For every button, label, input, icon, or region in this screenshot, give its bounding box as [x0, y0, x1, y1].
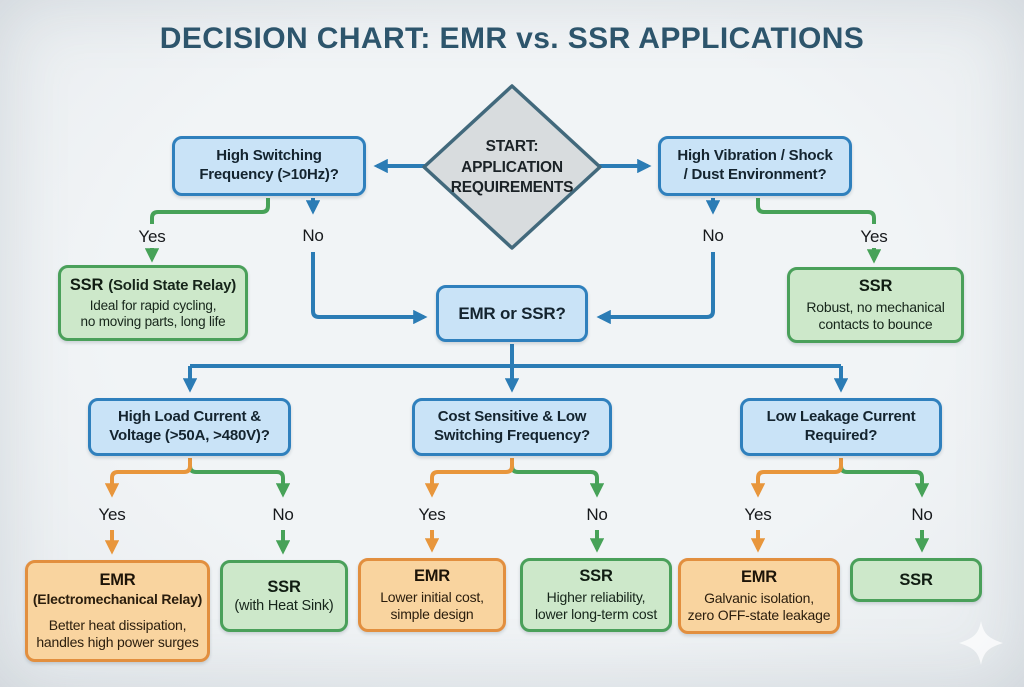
- orange-connectors: [104, 458, 843, 555]
- arrow-right-no-to-center: [596, 252, 715, 325]
- result-title: EMR: [99, 571, 136, 590]
- arrow-left-no-to-center: [311, 252, 428, 325]
- line-d1-no-elbow: [188, 458, 291, 498]
- green-connectors: [144, 198, 930, 555]
- line-d1-yes-elbow: [104, 458, 192, 498]
- line-left-yes-elbow: [150, 198, 270, 224]
- result-title: SSR: [267, 577, 301, 596]
- question-cost-sensitive: Cost Sensitive & Low Switching Frequency…: [412, 398, 612, 456]
- result-ssr-heat-sink: SSR (with Heat Sink): [220, 560, 348, 632]
- question-high-vibration: High Vibration / Shock / Dust Environmen…: [658, 136, 852, 196]
- result-ssr-reliability: SSR Higher reliability, lower long-term …: [520, 558, 672, 632]
- label-left-yes: Yes: [138, 227, 166, 246]
- result-title: SSR: [899, 570, 933, 589]
- result-emr-galvanic: EMR Galvanic isolation, zero OFF-state l…: [678, 558, 840, 634]
- blue-connectors: [182, 158, 849, 393]
- question-low-leakage: Low Leakage Current Required?: [740, 398, 942, 456]
- result-emr-electromechanical: EMR (Electromechanical Relay) Better hea…: [25, 560, 210, 662]
- label-d3-no: No: [911, 505, 933, 524]
- question-high-switching-frequency: High Switching Frequency (>10Hz)?: [172, 136, 366, 196]
- page-title: DECISION CHART: EMR vs. SSR APPLICATIONS: [159, 22, 865, 55]
- question-high-load-current: High Load Current & Voltage (>50A, >480V…: [88, 398, 291, 456]
- label-d2-yes: Yes: [418, 505, 446, 524]
- line-d2-yes-elbow: [424, 458, 514, 498]
- result-desc: Lower initial cost, simple design: [380, 588, 484, 623]
- result-emr-lower-cost: EMR Lower initial cost, simple design: [358, 558, 506, 632]
- result-ssr-plain: SSR: [850, 558, 982, 602]
- label-right-yes: Yes: [860, 227, 888, 246]
- result-desc: Ideal for rapid cycling, no moving parts…: [80, 297, 226, 330]
- result-subtitle: (with Heat Sink): [234, 598, 334, 615]
- result-desc: Robust, no mechanical contacts to bounce: [806, 298, 945, 333]
- result-desc: Better heat dissipation, handles high po…: [36, 616, 199, 651]
- result-desc: Higher reliability, lower long-term cost: [534, 588, 658, 623]
- result-title: EMR: [413, 567, 451, 586]
- result-ssr-solid-state: SSR (Solid State Relay) Ideal for rapid …: [58, 265, 248, 341]
- result-desc: Galvanic isolation, zero OFF-state leaka…: [687, 589, 831, 624]
- label-d1-no: No: [272, 505, 294, 524]
- sparkle-icon: [959, 621, 1003, 665]
- line-d3-yes-elbow: [750, 458, 843, 498]
- line-right-yes-elbow: [756, 198, 876, 224]
- label-left-no: No: [302, 226, 324, 245]
- result-title: SSR: [579, 567, 613, 586]
- result-ssr-robust: SSR Robust, no mechanical contacts to bo…: [787, 267, 964, 343]
- start-node: START: APPLICATION REQUIREMENTS: [450, 137, 574, 197]
- label-right-no: No: [702, 226, 724, 245]
- line-d3-no-elbow: [839, 458, 930, 498]
- node-emr-or-ssr: EMR or SSR?: [436, 285, 588, 342]
- label-d1-yes: Yes: [98, 505, 126, 524]
- result-subtitle: (Electromechanical Relay): [32, 591, 203, 608]
- result-title: EMR: [740, 568, 778, 587]
- line-d2-no-elbow: [510, 458, 605, 498]
- start-diamond-shape: [422, 84, 602, 250]
- label-d3-yes: Yes: [744, 505, 772, 524]
- result-title-row: SSR (Solid State Relay): [70, 275, 236, 296]
- result-subtitle: (Solid State Relay): [108, 276, 237, 294]
- result-title: SSR: [69, 275, 104, 294]
- result-title: SSR: [858, 277, 893, 296]
- label-d2-no: No: [586, 505, 608, 524]
